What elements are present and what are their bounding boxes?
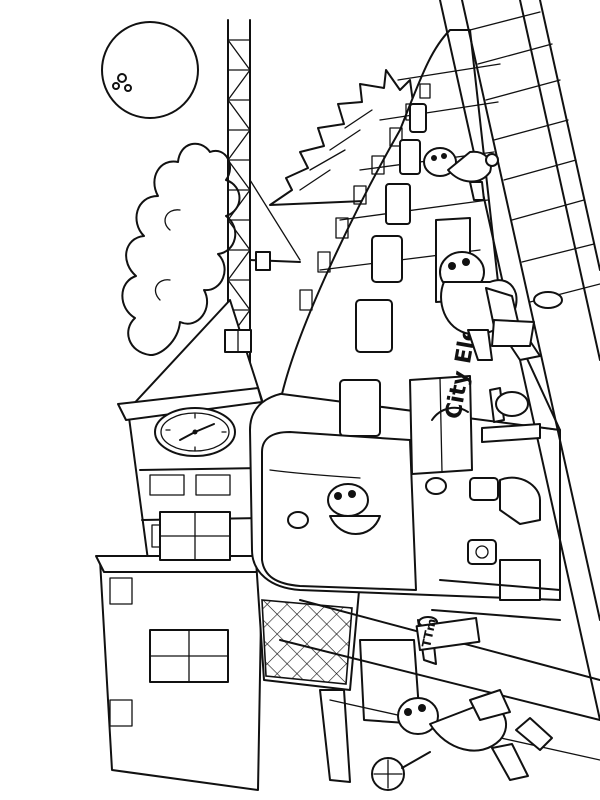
platform-sign-text: TTm — [419, 617, 439, 648]
station-building — [95, 299, 267, 791]
platform-lamp — [481, 387, 541, 443]
cloud — [121, 142, 241, 356]
station-clock — [154, 407, 236, 457]
station-porch — [255, 559, 438, 783]
elephant-with-suitcase — [439, 251, 563, 361]
railway-track — [439, 0, 600, 721]
sun — [101, 21, 199, 119]
elephant-with-magnifier — [371, 689, 553, 791]
platform-sign: TTm — [415, 616, 481, 652]
elephant-on-platform — [423, 147, 499, 201]
